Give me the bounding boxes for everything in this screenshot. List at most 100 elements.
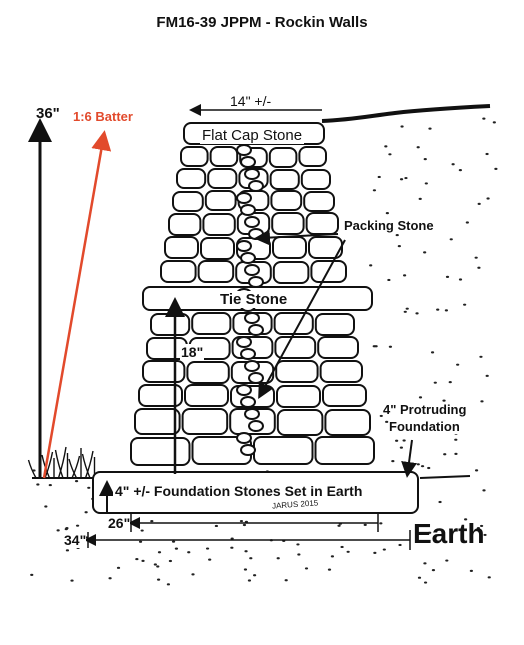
earth-speck xyxy=(474,256,478,259)
backfill-top-line xyxy=(321,104,491,123)
wall-stone xyxy=(314,436,375,465)
grass-blade xyxy=(68,458,78,479)
earth-speck xyxy=(74,480,79,483)
earth-speck xyxy=(304,567,309,570)
wall-stone xyxy=(298,146,327,167)
wall-stone xyxy=(322,384,367,407)
wall-stone xyxy=(164,236,199,259)
earth-speck xyxy=(171,540,176,543)
earth-speck xyxy=(87,486,91,489)
earth-speck xyxy=(157,551,162,554)
earth-speck xyxy=(398,543,402,547)
wall-stone xyxy=(180,146,209,167)
earth-speck xyxy=(485,152,489,156)
wall-stone xyxy=(142,360,186,383)
earth-speck xyxy=(448,381,452,384)
earth-speck xyxy=(436,308,440,311)
packing-stone xyxy=(236,192,252,204)
earth-speck xyxy=(385,212,389,215)
earth-speck xyxy=(379,414,383,418)
earth-speck xyxy=(424,182,428,185)
flat-cap-label: Flat Cap Stone xyxy=(200,127,305,144)
protruding-leader xyxy=(401,439,417,478)
earth-speck xyxy=(168,559,173,563)
earth-speck xyxy=(442,399,446,402)
earth-speck xyxy=(372,189,377,192)
earth-speck xyxy=(243,568,248,571)
earth-speck xyxy=(249,557,253,560)
wall-stone xyxy=(191,312,232,335)
protruding-label-line1: 4" Protruding xyxy=(383,402,467,417)
earth-speck xyxy=(494,167,498,170)
earth-speck xyxy=(399,446,403,449)
packing-stone xyxy=(248,420,264,432)
earth-speck xyxy=(247,579,252,582)
wall-stone xyxy=(160,260,197,283)
earth-speck xyxy=(150,519,154,523)
earth-speck xyxy=(454,452,458,455)
earth-speck xyxy=(230,546,234,549)
grass-blade xyxy=(44,451,54,479)
earth-speck xyxy=(108,577,112,580)
earth-speck xyxy=(276,557,280,560)
wall-stone xyxy=(138,384,183,407)
earth-speck xyxy=(48,483,52,487)
batter-label: 1:6 Batter xyxy=(73,109,133,124)
wall-stone xyxy=(324,409,371,436)
earth-speck xyxy=(388,153,392,156)
packing-stone xyxy=(236,240,252,252)
earth-speck xyxy=(456,363,460,366)
packing-stone xyxy=(240,156,256,168)
earth-speck xyxy=(430,351,435,354)
earth-speck xyxy=(166,583,170,586)
packing-stone xyxy=(240,204,256,216)
earth-speck xyxy=(399,178,404,181)
earth-speck xyxy=(404,176,408,180)
earth-speck xyxy=(65,549,70,552)
packing-stone xyxy=(240,396,256,408)
earth-speck xyxy=(402,439,406,442)
ground-line xyxy=(32,475,471,479)
grass-blade xyxy=(57,446,67,479)
packing-stone xyxy=(236,336,252,348)
wall-stone xyxy=(209,146,239,167)
earth-speck xyxy=(363,523,367,526)
wall-stone xyxy=(168,213,202,236)
earth-speck xyxy=(191,573,195,576)
earth-speck xyxy=(433,381,437,384)
wall-stone xyxy=(272,236,307,259)
earth-speck xyxy=(458,169,462,172)
wall-stone xyxy=(134,408,181,435)
earth-speck xyxy=(438,500,442,504)
earth-speck xyxy=(403,310,407,313)
earth-speck xyxy=(36,483,40,486)
earth-speck xyxy=(458,278,463,281)
wall-stone xyxy=(275,360,319,383)
earth-speck xyxy=(423,158,427,161)
earth-speck xyxy=(449,238,453,241)
earth-speck xyxy=(330,555,335,558)
width-26-label: 26" xyxy=(108,515,131,531)
wall-stones xyxy=(92,122,419,514)
earth-speck xyxy=(443,453,447,456)
wall-stone xyxy=(207,168,238,189)
earth-speck xyxy=(156,565,160,568)
earth-speck xyxy=(476,526,481,530)
earth-speck xyxy=(244,550,248,553)
packing-stone xyxy=(244,264,260,276)
protruding-label-line2: Foundation xyxy=(389,419,460,434)
earth-speck xyxy=(428,127,432,130)
earth-speck xyxy=(346,550,350,553)
earth-speck xyxy=(387,278,391,282)
wall-stone xyxy=(176,168,207,189)
packing-leader-lower xyxy=(258,239,346,400)
packing-stone xyxy=(240,444,256,456)
packing-stone xyxy=(244,360,260,372)
height-36-label: 36" xyxy=(36,105,60,122)
earth-speck xyxy=(483,533,487,537)
earth-speck xyxy=(492,121,496,124)
packing-stone xyxy=(240,348,256,360)
packing-stone xyxy=(244,312,260,324)
earth-speck xyxy=(156,578,161,581)
